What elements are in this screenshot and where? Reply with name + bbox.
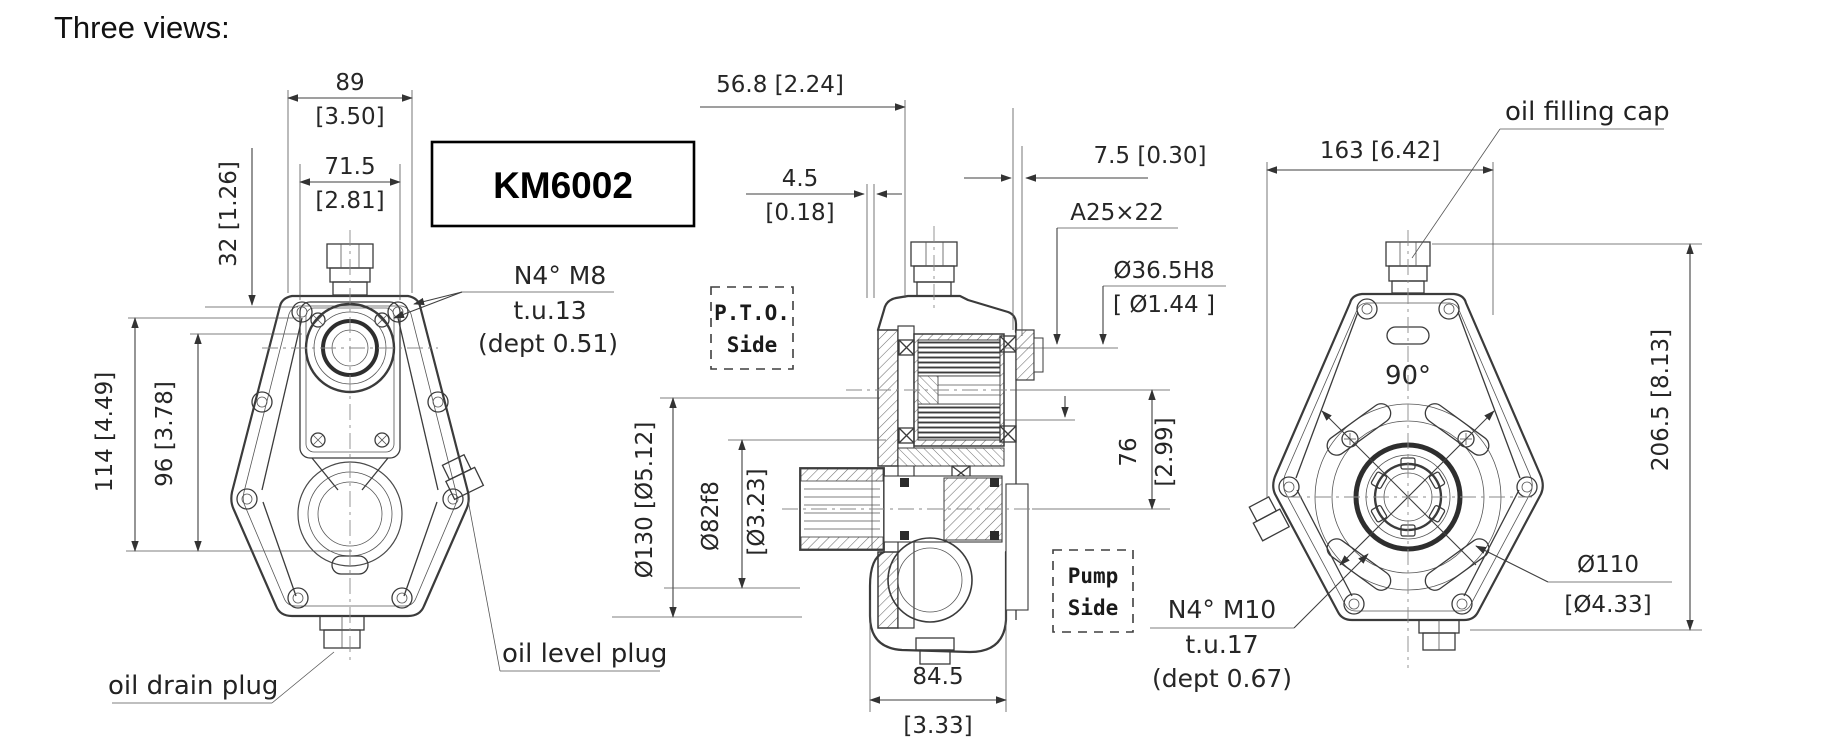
dim-width-top: 89: [335, 70, 364, 96]
rear-stud-line3: (dept 0.67): [1152, 664, 1292, 693]
oil-drain-label: oil drain plug: [108, 671, 278, 701]
oil-cap-label: oil filling cap: [1505, 97, 1670, 127]
oil-level-label-group: oil level plug: [467, 499, 667, 672]
front-stud-note: N4° M8 t.u.13 (dept 0.51): [393, 261, 618, 358]
housing-bolts: [236, 301, 464, 609]
bore-spec: Ø36.5H8: [1113, 258, 1214, 284]
rear-stud-line2: t.u.17: [1185, 630, 1258, 659]
gear-stack: [913, 333, 1005, 447]
model-badge: KM6002: [430, 140, 696, 228]
dim-gap: 4.5: [782, 166, 819, 192]
dim-rear-width: 163 [6.42]: [1320, 138, 1440, 164]
dim-cap-offset: 32 [1.26]: [216, 161, 242, 267]
rear-dimensions: 163 [6.42] oil filling cap 206.5 [8.13] …: [1266, 97, 1702, 631]
rear-stud-line1: N4° M10: [1168, 595, 1276, 624]
dim-width-flange: 71.5: [324, 154, 375, 180]
stud-note-line1: N4° M8: [514, 261, 607, 290]
pump-side-line1: Pump: [1068, 564, 1119, 588]
page-title: Three views:: [54, 10, 230, 45]
pump-face: [1005, 329, 1044, 620]
oil-level-plug-shape: [441, 453, 485, 501]
rear-oil-level-boss: [1248, 495, 1291, 542]
dim-gap-in: [0.18]: [765, 200, 834, 226]
dim-body-width-in: [3.33]: [903, 713, 972, 739]
dim-height-total: 114 [4.49]: [92, 372, 118, 492]
oil-drain-label-group: oil drain plug: [108, 651, 335, 704]
lower-housing: [868, 537, 1008, 665]
front-view: 89 [3.50] 71.5 [2.81] 32 [1.26] 114 [4.4…: [92, 70, 667, 704]
dim-width-top-in: [3.50]: [315, 104, 384, 130]
stud-note-line2: t.u.13: [513, 296, 586, 325]
dim-offset: 7.5 [0.30]: [1093, 143, 1206, 169]
front-dimensions: 89 [3.50] 71.5 [2.81] 32 [1.26] 114 [4.4…: [92, 70, 413, 552]
section-dimensions: 56.8 [2.24] 4.5 [0.18] 7.5 [0.30] A25×22…: [612, 72, 1226, 739]
dim-depth: 56.8 [2.24]: [716, 72, 844, 98]
dim-flange-dia: Ø130 [Ø5.12]: [632, 422, 658, 579]
pump-side-line2: Side: [1068, 596, 1119, 620]
spline-spec: A25×22: [1070, 200, 1164, 226]
rear-drain-plug: [1418, 619, 1460, 651]
stud-note-line3: (dept 0.51): [478, 329, 618, 358]
oil-level-label: oil level plug: [502, 639, 667, 669]
dim-height-flange: 96 [3.78]: [152, 381, 178, 487]
rear-stud-note: N4° M10 t.u.17 (dept 0.67): [1150, 553, 1369, 693]
bearings: [898, 335, 1017, 481]
rear-housing-bolts: [1278, 298, 1538, 615]
dim-shaft-dia: Ø82f8: [698, 481, 724, 551]
arc-slots: [1326, 403, 1490, 591]
dim-rear-height: 206.5 [8.13]: [1648, 329, 1674, 471]
dim-shaft-dia-in: [Ø3.23]: [744, 468, 770, 555]
bore-spec-in: [ Ø1.44 ]: [1113, 292, 1215, 318]
dim-body-width: 84.5: [912, 664, 963, 690]
pto-side-line1: P.T.O.: [714, 301, 790, 325]
pto-side-badge: P.T.O. Side: [710, 286, 794, 370]
dim-circle-dia: Ø110: [1577, 552, 1639, 578]
pto-side-line2: Side: [727, 333, 778, 357]
dim-axis-dist-in: [2.99]: [1152, 417, 1178, 486]
oil-drain-plug-shape: [319, 615, 365, 649]
pump-side-badge: Pump Side: [1052, 549, 1134, 633]
dim-axis-dist: 76: [1116, 437, 1142, 466]
model-label: KM6002: [493, 165, 633, 206]
rear-view: 90° 163 [6.42] oil filling cap 20: [1150, 97, 1702, 693]
dim-circle-dia-in: [Ø4.33]: [1564, 592, 1651, 618]
section-view: 56.8 [2.24] 4.5 [0.18] 7.5 [0.30] A25×22…: [612, 72, 1226, 739]
dim-width-flange-in: [2.81]: [315, 188, 384, 214]
